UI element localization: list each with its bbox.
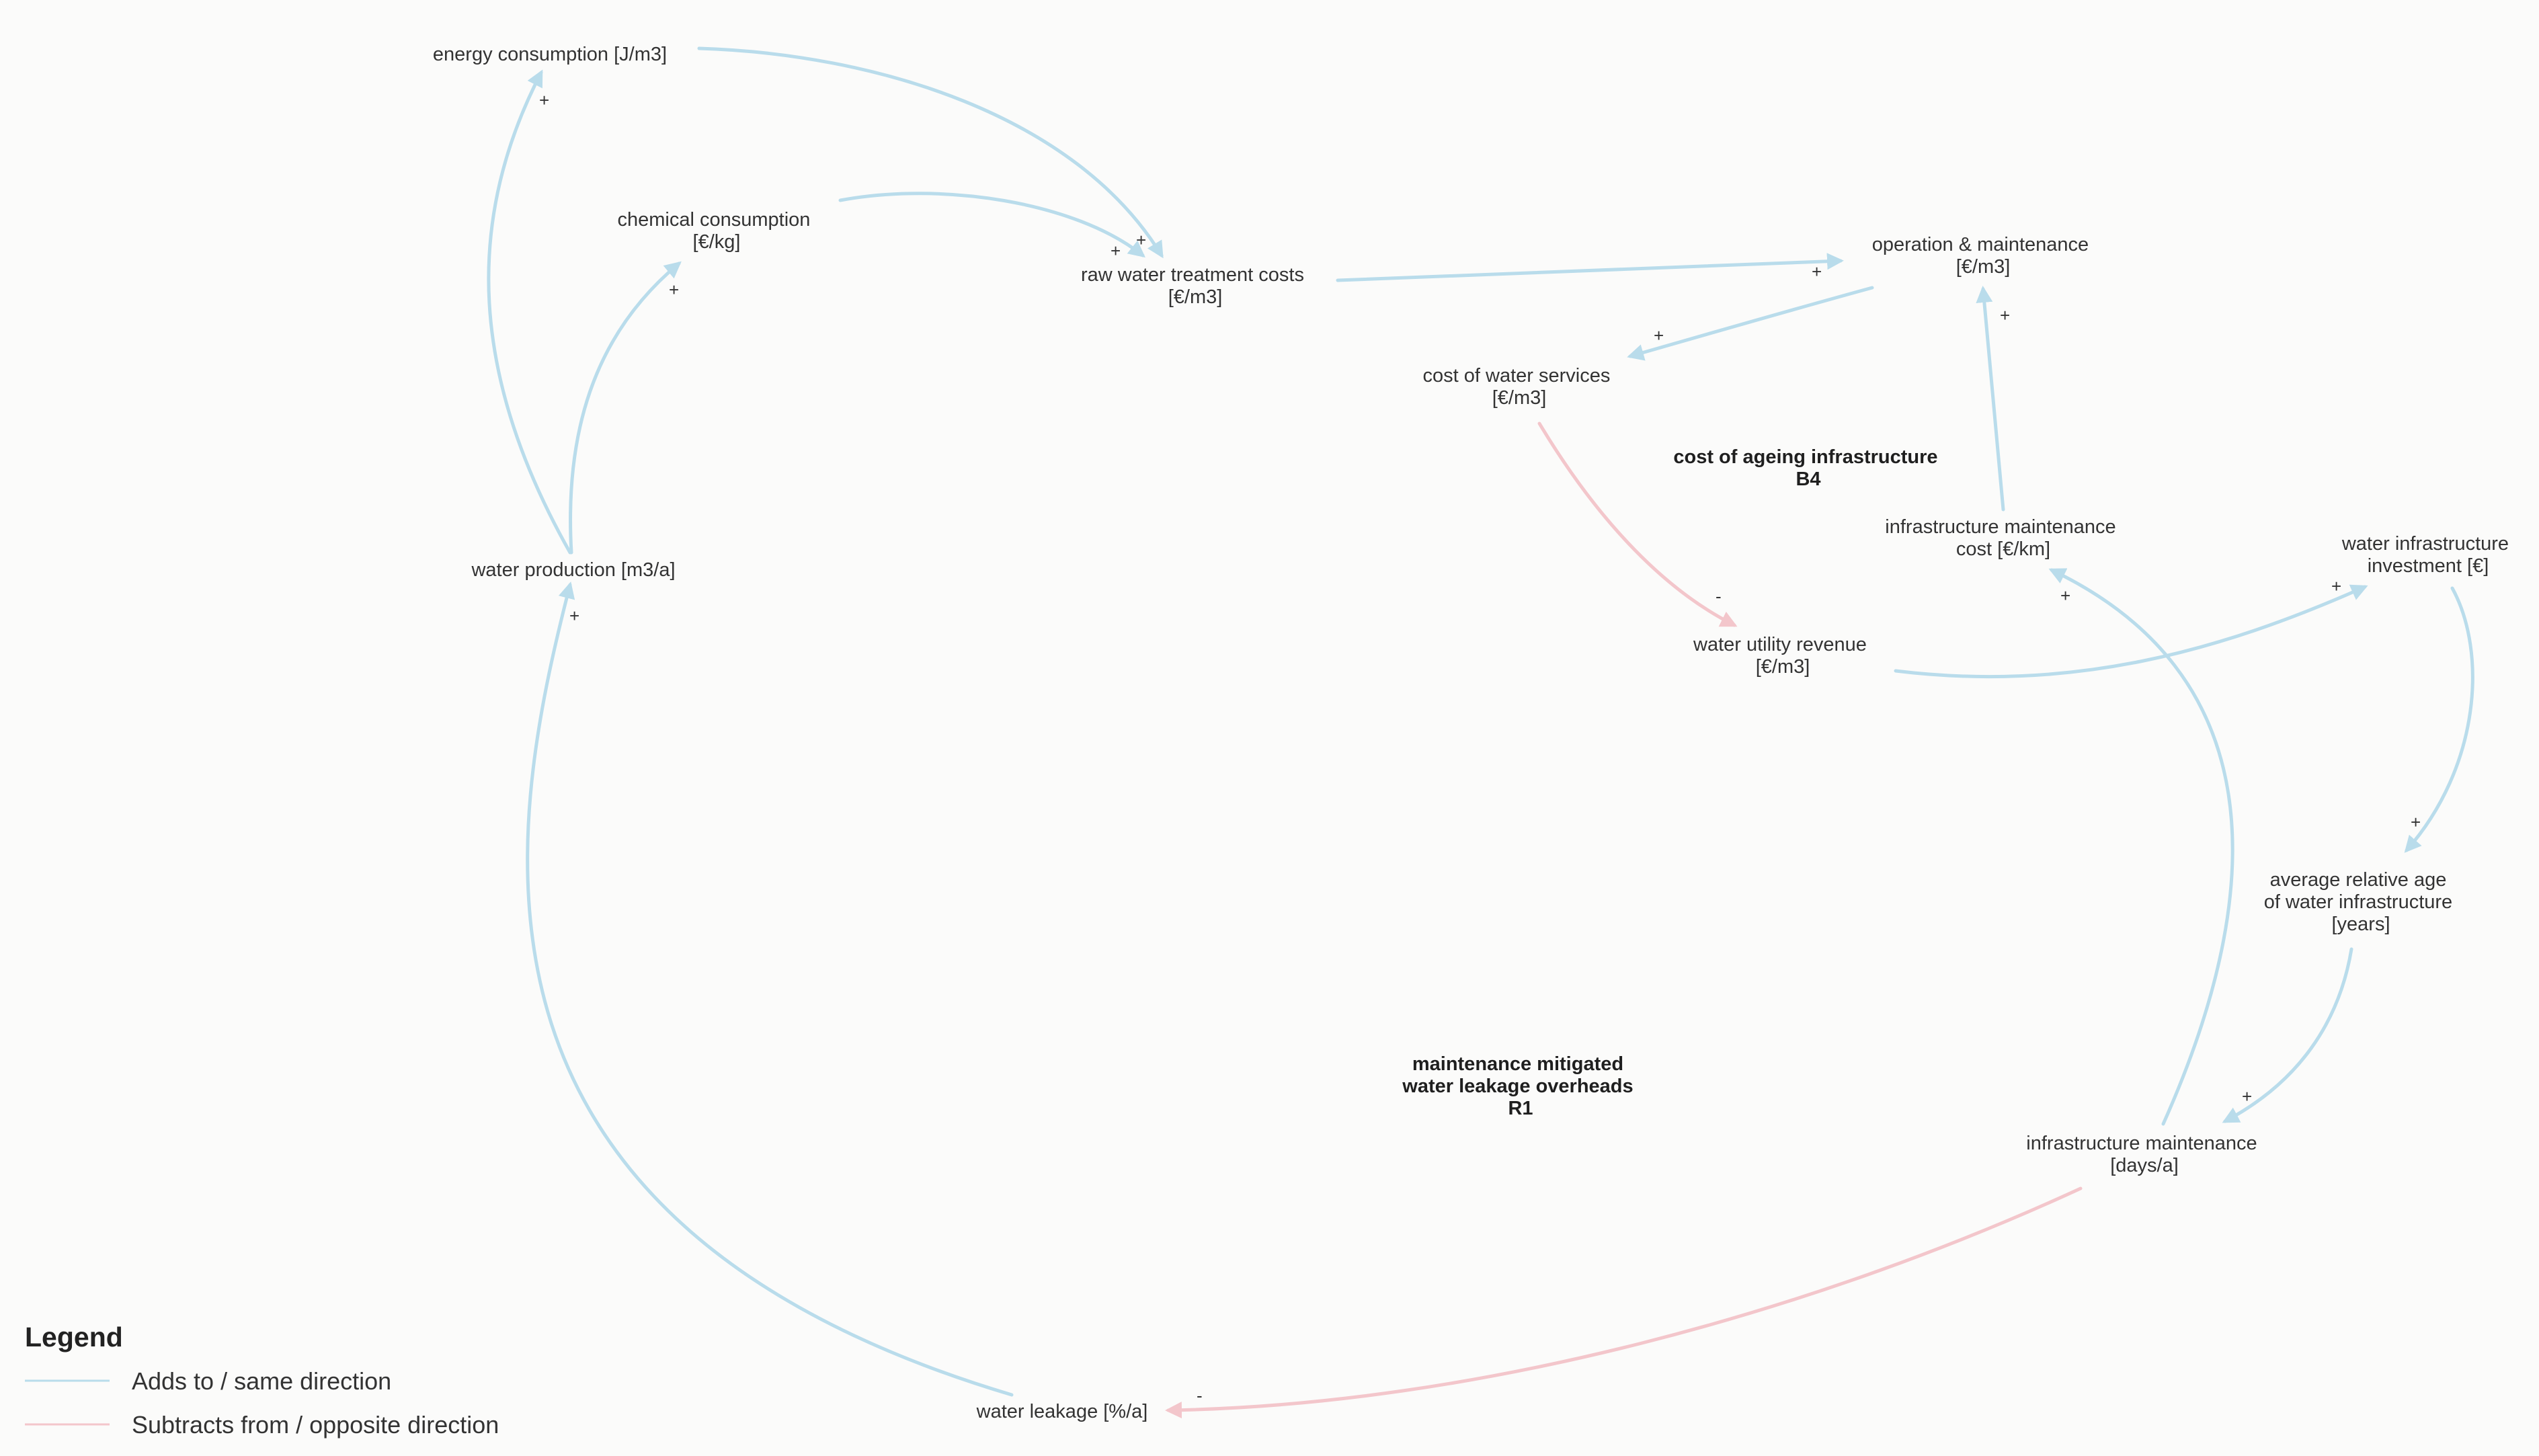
variable-water-leakage[interactable]: water leakage [%/a] [976,1401,1148,1422]
variable-label-line: energy consumption [J/m3] [433,44,667,65]
link-water-leakage-to-water-production [526,581,1014,1397]
variable-label-line: [€/m3] [1492,387,1547,409]
legend-subtracts-label: Subtracts from / opposite direction [132,1411,499,1439]
loop-label-line: maintenance mitigated [1412,1053,1623,1075]
loop-label-r1: maintenance mitigated water leakage over… [1402,1053,1638,1119]
variable-label-line: chemical consumption [618,209,811,231]
loop-label-b4: cost of ageing infrastructure B4 [1673,446,1943,490]
variable-label-line: cost [€/km] [1956,538,2050,560]
variable-label-line: operation & maintenance [1872,234,2089,255]
polarity-sign: + [2331,576,2341,596]
loop-label-line: cost of ageing infrastructure [1673,446,1937,468]
causal-links [487,46,2474,1419]
polarity-sign: + [1654,325,1664,346]
legend-title: Legend [25,1322,123,1352]
variable-label-line: [€/m3] [1168,286,1223,308]
polarity-sign: + [569,606,579,626]
variable-label-line: water production [m3/a] [471,559,675,581]
link-chemical-consumption-to-raw-water-treatment-costs [838,192,1145,258]
polarity-sign: + [669,280,679,300]
variable-operation-maintenance[interactable]: operation & maintenance [€/m3] [1872,234,2095,278]
polarity-sign: + [1111,241,1121,261]
loop-label-line: water leakage overheads [1402,1076,1633,1097]
variable-water-production[interactable]: water production [m3/a] [471,559,675,581]
polarity-sign: + [1812,261,1822,282]
link-raw-water-treatment-costs-to-operation-maintenance [1336,253,1844,282]
polarity-sign: - [1197,1385,1203,1406]
link-average-relative-age-to-infrastructure-maintenance [2222,947,2353,1123]
variable-label-line: [€/kg] [693,231,741,253]
variable-label-line: [years] [2331,914,2390,935]
loop-label-line: R1 [1508,1098,1533,1119]
legend: Legend Adds to / same direction Subtract… [25,1322,499,1439]
link-infrastructure-maintenance-to-infrastructure-maintenance-cost [2048,568,2234,1126]
variable-raw-water-treatment-costs[interactable]: raw water treatment costs [€/m3] [1081,264,1309,308]
variable-label-line: cost of water services [1423,365,1611,387]
variable-infrastructure-maintenance[interactable]: infrastructure maintenance [days/a] [2026,1133,2262,1176]
variable-label-line: of water infrastructure [2264,891,2452,913]
polarity-sign: + [1136,230,1146,250]
variable-label-line: infrastructure maintenance [2026,1133,2257,1154]
polarity-signs: + + + + + + + - + + + + - + [539,90,2421,1406]
link-water-production-to-chemical-consumption [569,261,682,555]
legend-adds-label: Adds to / same direction [132,1367,391,1395]
polarity-sign: + [2411,812,2421,832]
polarity-sign: + [2000,305,2010,325]
variable-label-line: average relative age [2270,869,2447,891]
variable-label-line: water infrastructure [2341,533,2509,555]
link-infrastructure-maintenance-cost-to-operation-maintenance [1976,286,2005,512]
variable-label-line: [€/m3] [1756,656,1810,678]
variable-infrastructure-maintenance-cost[interactable]: infrastructure maintenance cost [€/km] [1885,516,2121,560]
variable-water-utility-revenue[interactable]: water utility revenue [€/m3] [1693,634,1872,678]
loop-label-line: B4 [1796,469,1820,490]
variable-label-line: water utility revenue [1693,634,1867,655]
link-water-utility-revenue-to-water-infrastructure-investment [1894,584,2368,679]
variable-cost-of-water-services[interactable]: cost of water services [€/m3] [1423,365,1616,409]
link-energy-consumption-to-raw-water-treatment-costs [697,46,1164,259]
variable-label-line: infrastructure maintenance [1885,516,2115,538]
loop-labels: cost of ageing infrastructure B4 mainten… [1402,446,1943,1119]
link-operation-maintenance-to-cost-of-water-services [1627,286,1874,361]
polarity-sign: + [2060,585,2070,606]
variable-label-line: [days/a] [2110,1155,2179,1176]
link-water-infrastructure-investment-to-average-relative-age [2404,586,2474,853]
polarity-sign: + [539,90,549,110]
variable-label-line: water leakage [%/a] [976,1401,1148,1422]
link-water-production-to-energy-consumption [487,69,572,555]
variable-energy-consumption[interactable]: energy consumption [J/m3] [433,44,667,65]
variables: energy consumption [J/m3] chemical consu… [433,44,2514,1422]
variable-average-relative-age[interactable]: average relative age of water infrastruc… [2264,869,2458,935]
link-cost-of-water-services-to-water-utility-revenue [1537,421,1738,627]
polarity-sign: - [1716,586,1722,606]
variable-label-line: raw water treatment costs [1081,264,1304,286]
variable-water-infrastructure-investment[interactable]: water infrastructure investment [€] [2341,533,2514,577]
variable-label-line: investment [€] [2368,555,2489,577]
variable-label-line: [€/m3] [1956,256,2011,278]
variable-chemical-consumption[interactable]: chemical consumption [€/kg] [618,209,816,253]
polarity-sign: + [2242,1086,2252,1106]
link-infrastructure-maintenance-to-water-leakage [1165,1186,2083,1419]
